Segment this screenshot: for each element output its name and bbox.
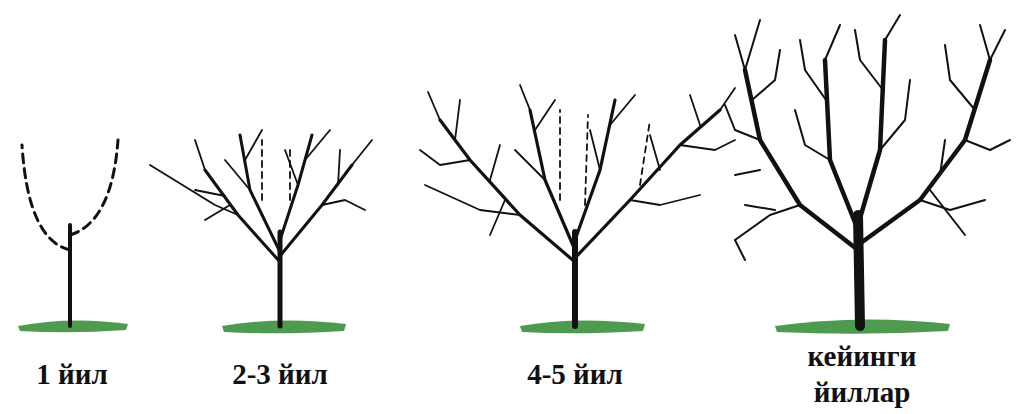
ground-patches <box>18 319 950 333</box>
stage-label: 4-5 йил <box>527 356 623 392</box>
stage-label: 1 йил <box>36 356 107 392</box>
stage-label: 2-3 йил <box>232 356 328 392</box>
stage-label: кейинги йиллар <box>792 338 932 411</box>
